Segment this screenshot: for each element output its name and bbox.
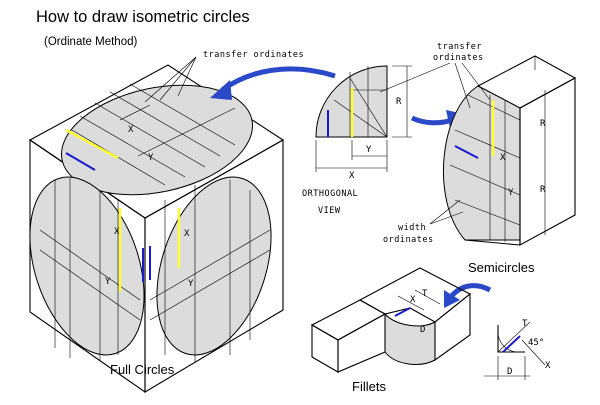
semi-dim-y: Y (508, 188, 514, 198)
top-blue-ordinate (65, 152, 96, 171)
label-orthogonal-1: ORTHOGONAL (302, 189, 358, 199)
right-isometric-circle (156, 176, 272, 356)
fillet-detail: 45° T X D (484, 319, 551, 380)
caption-full-circles: Full Circles (110, 362, 175, 377)
fillet-dim-d: D (420, 325, 425, 335)
detail-dim-t: T (522, 319, 528, 329)
semi-dim-r-1: R (540, 119, 546, 129)
semi-dim-r-2: R (540, 185, 546, 195)
fillet-block: X T D (310, 267, 472, 373)
semicircle-block: R R X Y (442, 55, 577, 246)
label-transfer-ordinates-left: transfer ordinates (203, 50, 304, 60)
top-dim-y: Y (148, 153, 154, 163)
label-width-ordinates-2: ordinates (383, 235, 434, 245)
arrow-to-cube-head (210, 80, 232, 100)
cube-right-face (144, 139, 284, 393)
left-dim-y: Y (105, 277, 111, 287)
ortho-dim-x: X (349, 171, 355, 181)
left-isometric-circle (29, 176, 145, 356)
caption-semicircles: Semicircles (468, 260, 535, 275)
fillet-dim-t: T (422, 289, 428, 299)
right-dim-y: Y (188, 279, 194, 289)
left-ordinate-grid (39, 178, 141, 360)
top-dim-x: X (128, 125, 134, 135)
label-orthogonal-2: VIEW (318, 206, 341, 216)
arrow-to-fillet-head (444, 290, 460, 308)
semi-dim-x: X (500, 153, 506, 163)
detail-dim-x: X (545, 361, 551, 371)
label-transfer-right-2: ordinates (433, 53, 484, 63)
top-isometric-circle (61, 84, 253, 196)
label-width-ordinates-1: width (398, 223, 426, 233)
left-dim-x: X (114, 227, 120, 237)
full-circles-cube: X Y X Y X Y transfer ordinates (28, 50, 304, 394)
top-ordinate-grid (71, 83, 236, 186)
top-yellow-ordinate (65, 128, 119, 160)
detail-angle: 45° (528, 338, 544, 348)
label-transfer-right-1: transfer (437, 42, 482, 52)
arrow-to-semicircle (410, 115, 453, 126)
fillet-dim-x: X (410, 295, 416, 305)
page-subtitle: (Ordinate Method) (44, 36, 137, 48)
orthogonal-view: R Y X (315, 65, 412, 181)
caption-fillets: Fillets (352, 379, 386, 394)
arrow-to-fillet (448, 283, 492, 300)
right-ordinate-grid (149, 180, 271, 362)
detail-dim-d: D (507, 367, 512, 377)
ortho-dim-y: Y (366, 145, 372, 155)
page-title: How to draw isometric circles (36, 8, 250, 26)
ortho-dim-r: R (396, 97, 402, 107)
right-dim-x: X (184, 229, 190, 239)
arrow-to-cube (220, 66, 336, 93)
